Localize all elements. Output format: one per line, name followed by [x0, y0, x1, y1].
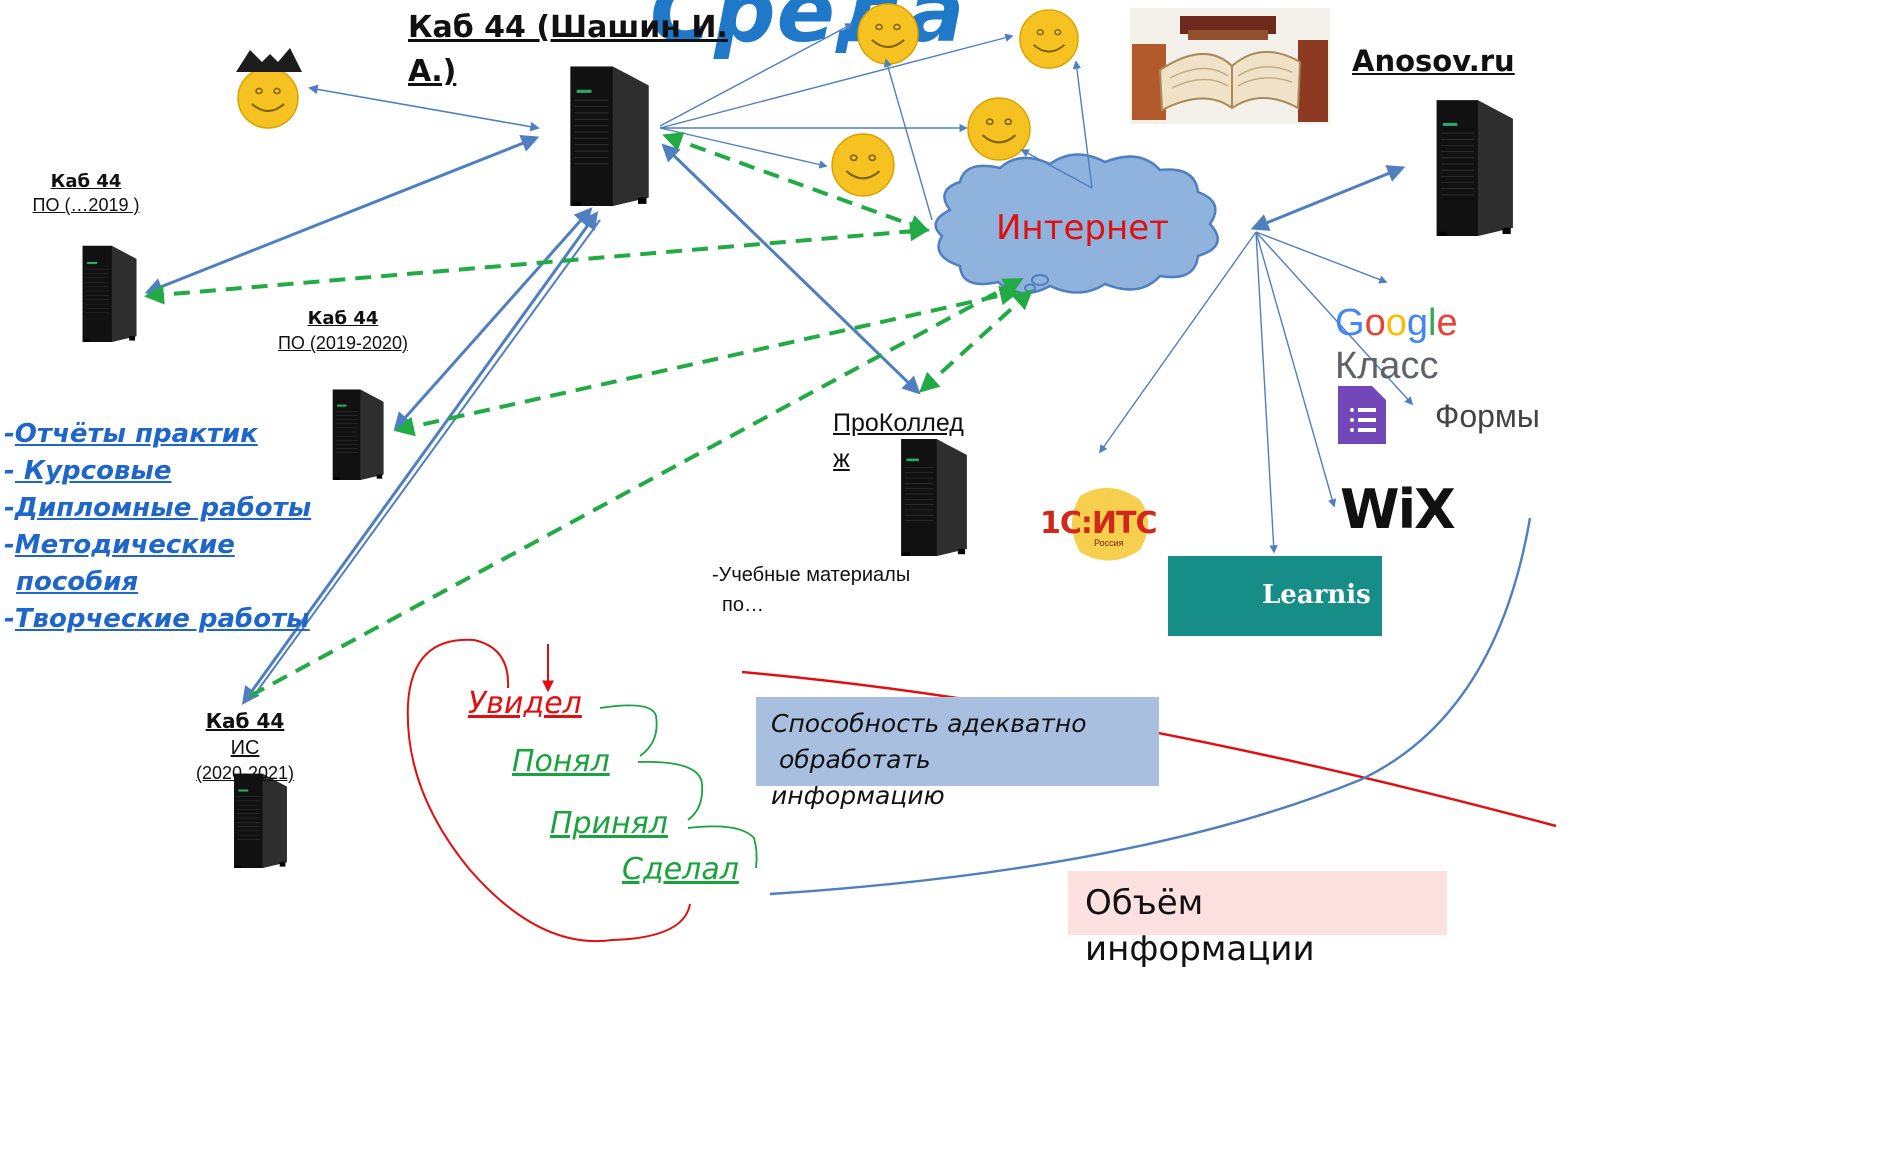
archive-link-item[interactable]: -Методические [4, 530, 235, 560]
forms-icon [1338, 386, 1386, 444]
server-label-is: Каб 44 ИС (2020-2021) [170, 708, 320, 784]
internet-cloud [934, 153, 1219, 295]
hat-icon [236, 48, 302, 72]
server-title: Каб 44 [205, 709, 285, 733]
learnis-label: Learnis [1262, 580, 1371, 610]
volume-note: Объём информации [1085, 880, 1315, 972]
server-subtitle-years: (2020-2021) [195, 763, 295, 783]
ability-note-line2: обработать [771, 745, 931, 774]
google-classroom-logo[interactable]: Google Класс [1335, 302, 1458, 387]
learnis-logo[interactable] [1168, 556, 1382, 636]
anosov-server-icon [1436, 99, 1514, 236]
archive-link-item[interactable]: пособия [16, 567, 139, 597]
archive-link-item[interactable]: -Отчёты практик [4, 419, 258, 449]
smiley-icon [831, 133, 895, 197]
procollege-label-line2: ж [833, 445, 850, 473]
ability-note-box [756, 697, 1159, 786]
procollege-note-line1: -Учебные материалы [712, 564, 911, 586]
itc-logo-sub: Россия [1094, 538, 1124, 548]
procollege-label-line1: ПроКоллед [833, 409, 964, 437]
procollege-note-line2: по… [722, 594, 764, 616]
archive-link-item[interactable]: -Дипломные работы [4, 493, 312, 523]
blue-curve [769, 517, 1532, 896]
archive-link-item[interactable]: -Творческие работы [4, 604, 310, 634]
server-subtitle: ИС [230, 737, 260, 759]
smiley-icon [1018, 8, 1080, 70]
smiley-icon [857, 3, 919, 65]
server-subtitle: ПО (2019-2020) [277, 333, 408, 353]
server-title: Каб 44 [307, 308, 379, 329]
server-label-po-2019: Каб 44 ПО (…2019 ) [16, 171, 156, 217]
volume-note-line2: информации [1085, 929, 1315, 969]
step-connectors [599, 704, 758, 869]
ability-note: Способность адекватно обработать информа… [771, 706, 1191, 814]
step-saw: Увидел [468, 686, 582, 721]
step-understood: Понял [512, 744, 610, 779]
google-forms-label[interactable]: Формы [1435, 398, 1540, 434]
archive-link-item[interactable]: - Курсовые [4, 456, 172, 486]
server-title: Каб 44 [50, 171, 122, 192]
itc-logo-text[interactable]: 1С:ИТС [1040, 506, 1157, 541]
step-accepted: Принял [550, 806, 668, 841]
procollege-note: -Учебные материалы по… [712, 560, 910, 620]
ability-note-line3: информацию [771, 781, 945, 810]
internet-label: Интернет [996, 208, 1169, 248]
server-is-icon [233, 773, 288, 868]
smiley-icon [967, 97, 1031, 161]
volume-note-box [1068, 871, 1447, 935]
itc-logo [1072, 487, 1148, 561]
books-image [1130, 8, 1330, 124]
ability-note-line1: Способность адекватно [771, 709, 1087, 738]
diagram-canvas [82, 3, 1557, 943]
green-dashed-arrows [144, 132, 1033, 698]
archive-link-list: -Отчёты практик - Курсовые -Дипломные ра… [4, 416, 311, 638]
server-po-2019-icon [82, 245, 137, 342]
anosov-label[interactable]: Anosov.ru [1352, 44, 1515, 78]
main-server-label: Каб 44 (Шашин И. А.) [408, 10, 728, 89]
server-label-po-2019-2020: Каб 44 ПО (2019-2020) [258, 308, 428, 356]
volume-note-line1: Объём [1085, 883, 1204, 923]
wix-logo[interactable]: WiX [1340, 478, 1456, 541]
procollege-label[interactable]: ПроКоллед ж [833, 405, 964, 477]
smiley-hat-icon [237, 67, 299, 129]
server-subtitle: ПО (…2019 ) [32, 195, 140, 215]
step-done: Сделал [622, 852, 739, 887]
server-po-2019-2020-icon [332, 389, 384, 480]
